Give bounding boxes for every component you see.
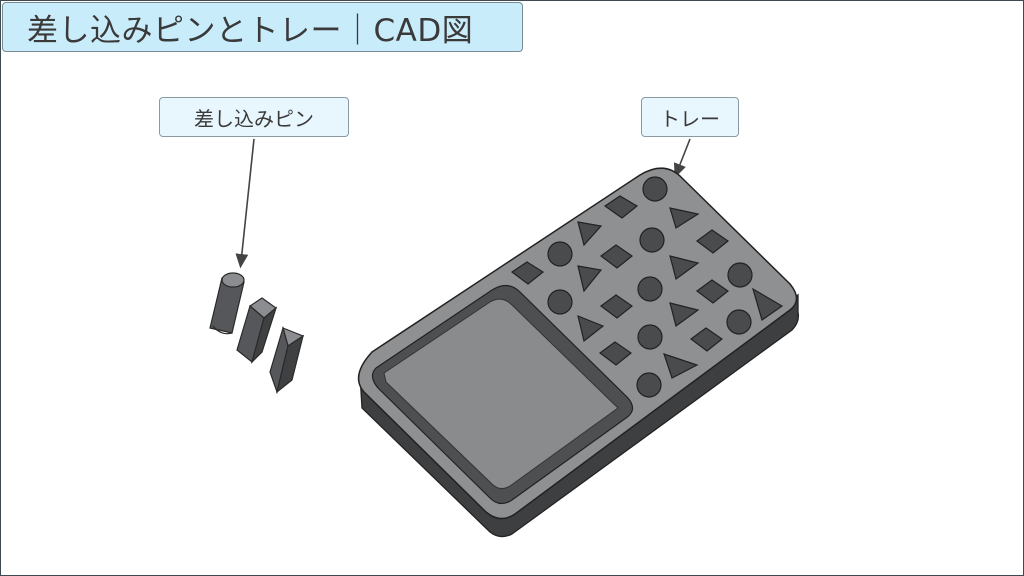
pin-square-prism bbox=[236, 297, 278, 365]
pin-cylinder bbox=[209, 272, 245, 335]
pin-triangular-prism bbox=[269, 325, 305, 395]
slide-title: 差し込みピンとトレー｜CAD図 bbox=[2, 2, 523, 52]
tray-model bbox=[357, 167, 800, 538]
pins-callout-label: 差し込みピン bbox=[159, 97, 349, 137]
tray-callout-label: トレー bbox=[641, 97, 739, 137]
pins-pointer-arrow bbox=[235, 138, 255, 269]
tray-pointer-arrow bbox=[673, 138, 691, 178]
